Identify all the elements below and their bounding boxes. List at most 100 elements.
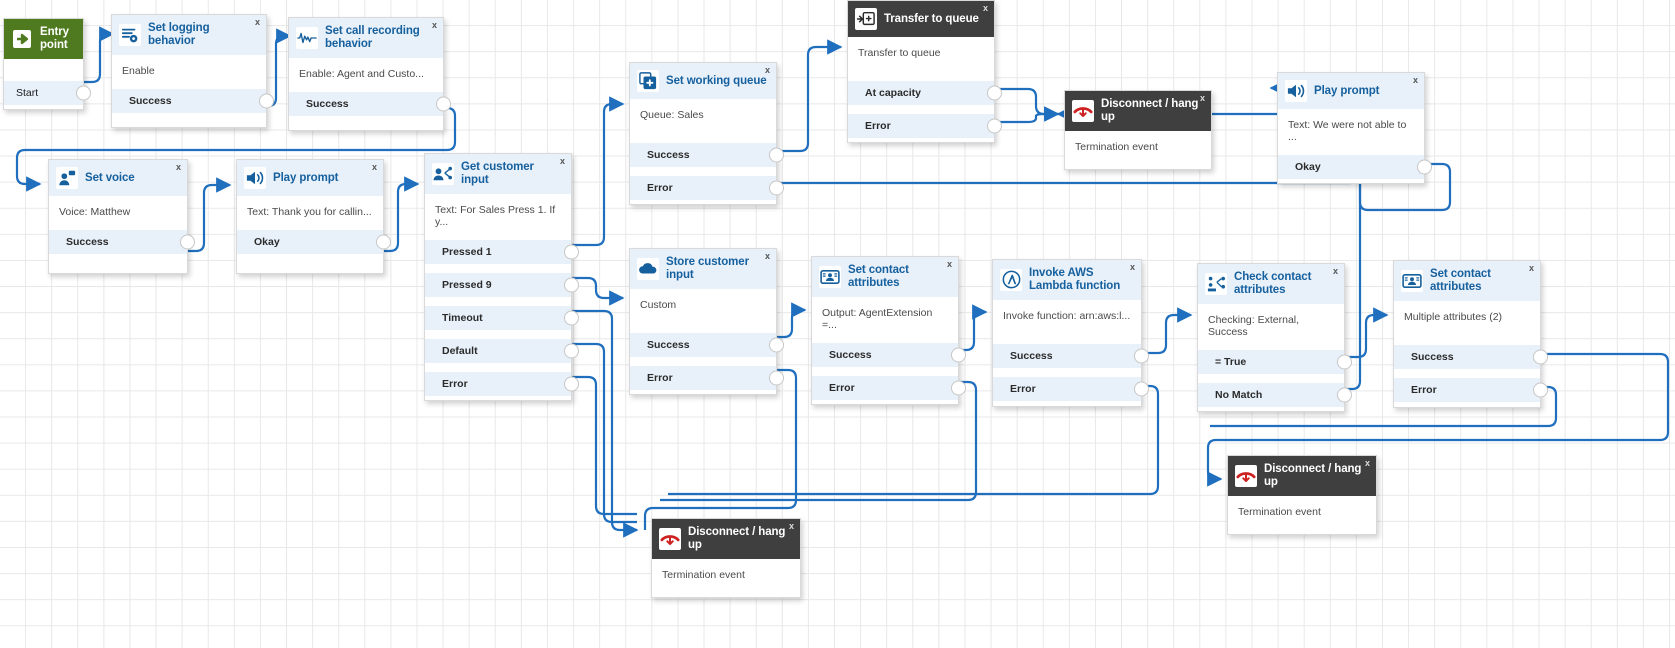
close-icon[interactable]: x bbox=[1364, 458, 1370, 468]
port-connector-dot[interactable] bbox=[259, 93, 274, 109]
close-icon[interactable]: x bbox=[1528, 263, 1534, 273]
close-icon[interactable]: x bbox=[788, 521, 794, 531]
port-error[interactable]: Error bbox=[812, 375, 966, 400]
port-success[interactable]: Success bbox=[630, 332, 784, 357]
voice-person-icon bbox=[56, 167, 78, 189]
port-connector-dot[interactable] bbox=[987, 118, 1002, 134]
close-icon[interactable]: x bbox=[371, 162, 377, 172]
port-connector-dot[interactable] bbox=[1417, 159, 1432, 175]
port-error[interactable]: Error bbox=[425, 371, 579, 396]
close-icon[interactable]: x bbox=[946, 259, 952, 269]
port-error[interactable]: Error bbox=[1394, 377, 1548, 402]
port-error[interactable]: Error bbox=[630, 365, 784, 390]
port-error[interactable]: Error bbox=[630, 176, 784, 200]
port-success[interactable]: Success bbox=[812, 342, 966, 367]
port-connector-dot[interactable] bbox=[951, 380, 966, 396]
close-icon[interactable]: x bbox=[559, 156, 565, 166]
close-icon[interactable]: x bbox=[1199, 93, 1205, 103]
port-connector-dot[interactable] bbox=[564, 277, 579, 293]
close-icon[interactable]: x bbox=[764, 65, 770, 75]
port-success[interactable]: Success bbox=[630, 143, 784, 167]
port-connector-dot[interactable] bbox=[564, 310, 579, 326]
close-icon[interactable]: x bbox=[764, 251, 770, 261]
close-icon[interactable]: x bbox=[175, 162, 181, 172]
port-connector-dot[interactable] bbox=[564, 376, 579, 392]
port-connector-dot[interactable] bbox=[564, 343, 579, 359]
port-connector-dot[interactable] bbox=[769, 337, 784, 353]
port-error[interactable]: Error bbox=[848, 114, 1002, 138]
node-ports: Success bbox=[112, 88, 274, 117]
port-connector-dot[interactable] bbox=[376, 234, 391, 250]
port-pressed-1[interactable]: Pressed 1 bbox=[425, 239, 579, 264]
port-connector-dot[interactable] bbox=[769, 147, 784, 163]
queue-plus-icon bbox=[637, 70, 659, 92]
port-success[interactable]: Success bbox=[1394, 344, 1548, 369]
port-connector-dot[interactable] bbox=[987, 85, 1002, 101]
close-icon[interactable]: x bbox=[1412, 75, 1418, 85]
port-connector-dot[interactable] bbox=[1134, 348, 1149, 364]
port-okay[interactable]: Okay bbox=[1278, 155, 1432, 179]
port-connector-dot[interactable] bbox=[1533, 382, 1548, 398]
port-start[interactable]: Start bbox=[4, 80, 91, 105]
port-error[interactable]: Error bbox=[993, 376, 1149, 401]
port-connector-dot[interactable] bbox=[951, 347, 966, 363]
port-connector-dot[interactable] bbox=[769, 180, 784, 196]
customer-input-icon bbox=[432, 162, 454, 185]
port-connector-dot[interactable] bbox=[564, 244, 579, 260]
close-icon[interactable]: x bbox=[982, 3, 988, 13]
port-connector-dot[interactable] bbox=[1533, 349, 1548, 365]
close-icon[interactable]: x bbox=[1332, 266, 1338, 276]
port-connector-dot[interactable] bbox=[769, 370, 784, 386]
port-success[interactable]: Success bbox=[49, 230, 195, 254]
node-title: Store customer input bbox=[666, 256, 749, 281]
port-connector-dot[interactable] bbox=[436, 96, 451, 112]
node-summary: Queue: Sales bbox=[630, 99, 776, 143]
port-timeout[interactable]: Timeout bbox=[425, 305, 579, 330]
node-title: Check contact attributes bbox=[1234, 271, 1312, 296]
port-success[interactable]: Success bbox=[289, 91, 451, 116]
node-summary: Termination event bbox=[1065, 130, 1211, 165]
node-summary: Multiple attributes (2) bbox=[1394, 300, 1540, 345]
port-at-capacity[interactable]: At capacity bbox=[848, 81, 1002, 105]
close-icon[interactable]: x bbox=[1129, 262, 1135, 272]
close-icon[interactable]: x bbox=[254, 17, 260, 27]
port-connector-dot[interactable] bbox=[1337, 354, 1352, 370]
port-connector-dot[interactable] bbox=[1134, 381, 1149, 397]
port-success[interactable]: Success bbox=[993, 343, 1149, 368]
port-success[interactable]: Success bbox=[112, 88, 274, 113]
port-pressed-9[interactable]: Pressed 9 bbox=[425, 272, 579, 297]
port-true[interactable]: = True bbox=[1198, 349, 1352, 374]
node-summary bbox=[4, 58, 83, 81]
port-connector-dot[interactable] bbox=[1337, 387, 1352, 403]
port-okay[interactable]: Okay bbox=[237, 230, 391, 254]
port-connector-dot[interactable] bbox=[76, 85, 91, 101]
port-no-match[interactable]: No Match bbox=[1198, 382, 1352, 407]
node-summary: Voice: Matthew bbox=[49, 196, 187, 230]
close-icon[interactable]: x bbox=[431, 20, 437, 30]
port-connector-dot[interactable] bbox=[180, 234, 195, 250]
port-default[interactable]: Default bbox=[425, 338, 579, 363]
